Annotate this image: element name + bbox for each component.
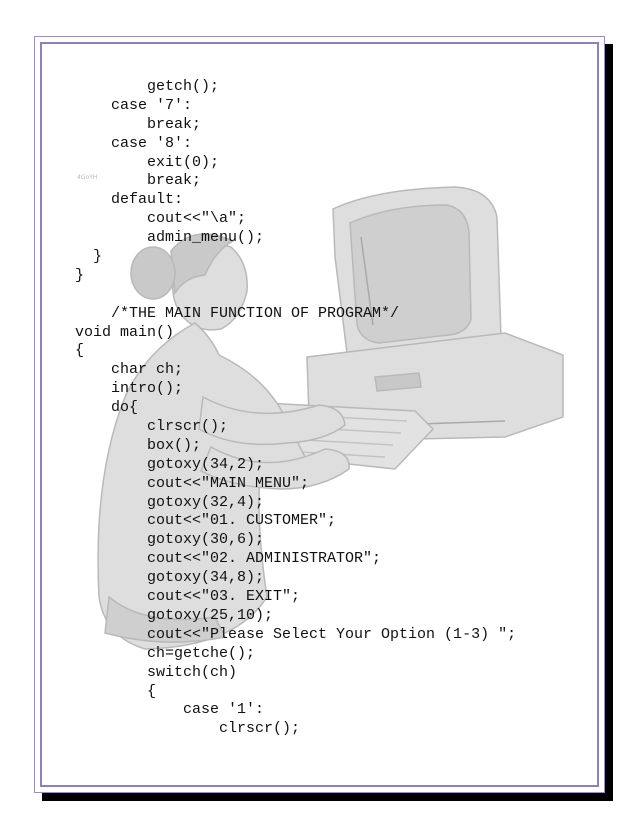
- code-line: gotoxy(25,10);: [75, 606, 274, 624]
- code-line: intro();: [75, 380, 184, 398]
- watermark-text: 4GoYH: [77, 174, 98, 181]
- code-line: {: [75, 682, 157, 700]
- code-line: gotoxy(34,2);: [75, 455, 265, 473]
- code-line: cout<<"Please Select Your Option (1-3) "…: [75, 625, 517, 643]
- code-line: default:: [75, 191, 184, 209]
- code-line: cout<<"03. EXIT";: [75, 588, 301, 606]
- code-line: void main(): [75, 323, 175, 341]
- code-line: clrscr();: [75, 720, 301, 738]
- code-line: }: [75, 248, 103, 266]
- code-line: case '1':: [75, 701, 265, 719]
- code-line: cout<<"01. CUSTOMER";: [75, 512, 337, 530]
- code-line: clrscr();: [75, 418, 229, 436]
- code-line: cout<<"02. ADMINISTRATOR";: [75, 550, 382, 568]
- code-line: case '7':: [75, 96, 193, 114]
- code-line: do{: [75, 399, 139, 417]
- code-line: gotoxy(32,4);: [75, 493, 265, 511]
- code-line: ch=getche();: [75, 644, 256, 662]
- code-line: getch();: [75, 78, 220, 95]
- page-border: [40, 42, 599, 787]
- code-line: /*THE MAIN FUNCTION OF PROGRAM*/: [75, 304, 400, 322]
- document-page: 4GoYH getch(); case '7': break; case '8'…: [34, 36, 605, 793]
- code-line: exit(0);: [75, 153, 220, 171]
- code-block: getch(); case '7': break; case '8': exit…: [75, 78, 516, 739]
- code-line: char ch;: [75, 361, 184, 379]
- code-line: break;: [75, 115, 202, 133]
- code-line: {: [75, 342, 85, 360]
- code-line: box();: [75, 436, 202, 454]
- code-line: }: [75, 266, 85, 284]
- code-line: cout<<"\a";: [75, 210, 247, 228]
- woman-at-computer-illustration: [97, 186, 564, 650]
- code-line: gotoxy(30,6);: [75, 531, 265, 549]
- code-line: [75, 286, 516, 305]
- code-line: switch(ch): [75, 663, 238, 681]
- code-line: gotoxy(34,8);: [75, 569, 265, 587]
- code-line: cout<<"MAIN MENU";: [75, 474, 310, 492]
- code-line: break;: [75, 172, 202, 190]
- code-line: case '8':: [75, 134, 193, 152]
- code-line: admin_menu();: [75, 229, 265, 247]
